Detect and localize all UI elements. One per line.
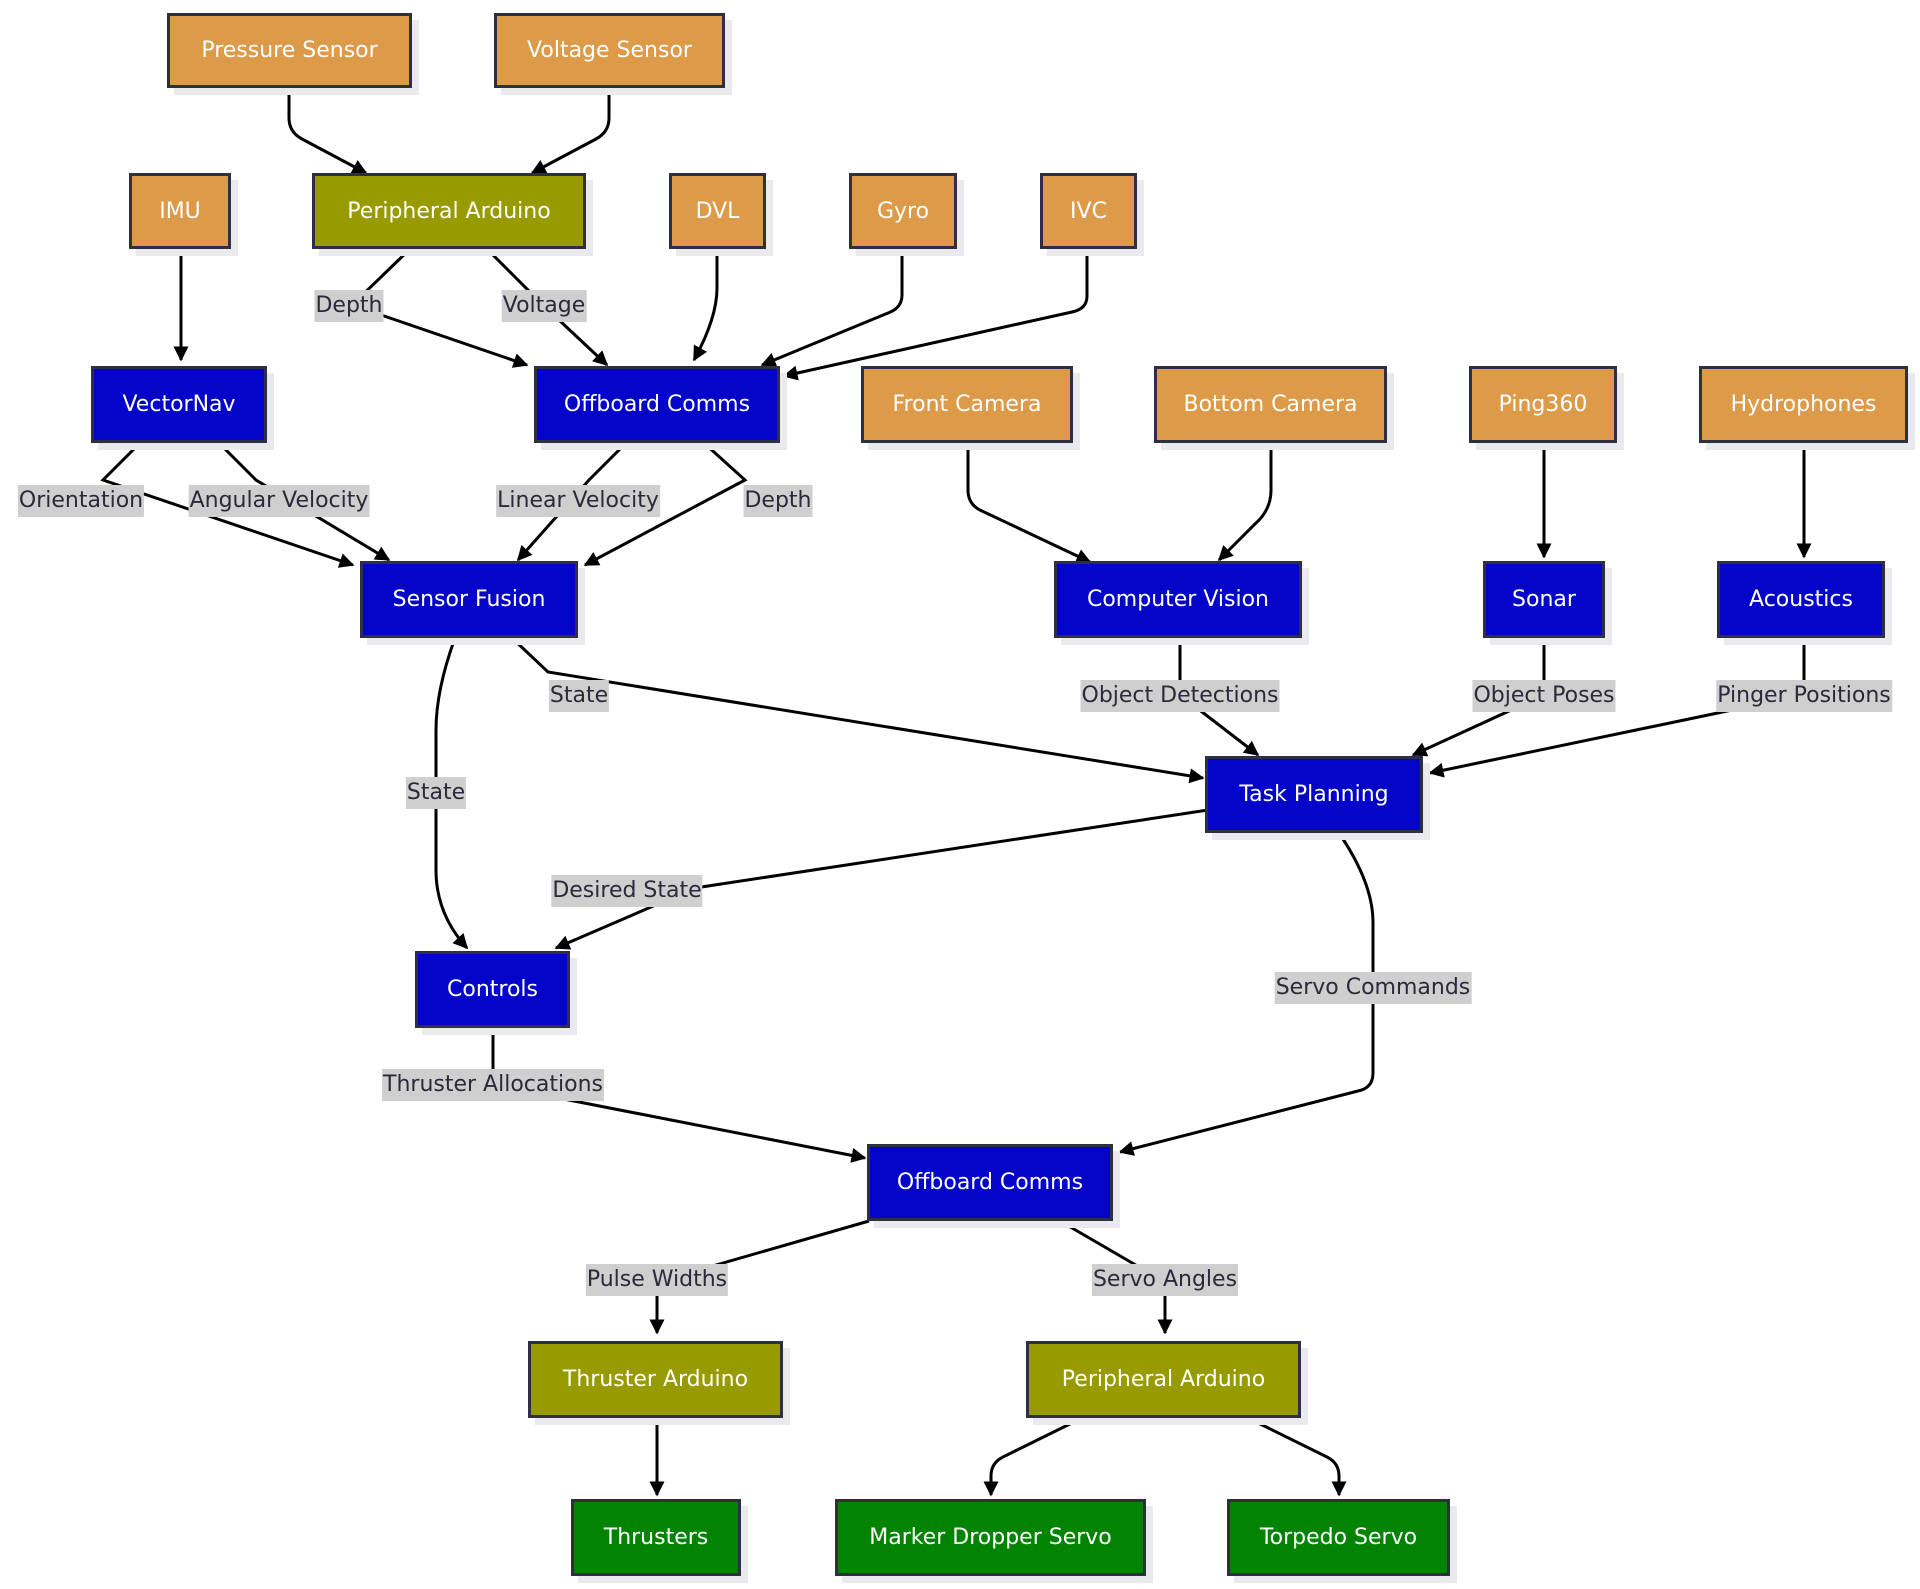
node-dvl: DVL [669, 173, 766, 249]
node-gyro: Gyro [849, 173, 957, 249]
edge-vectornav-angular-velocity [217, 441, 391, 562]
node-thrusters: Thrusters [571, 1499, 741, 1576]
edge-peripheral-to-torpedo [1247, 1416, 1347, 1497]
edge-label-state-to-controls: State [405, 777, 467, 809]
node-bottom-camera: Bottom Camera [1154, 366, 1387, 443]
edge-label-depth-mid: Depth [743, 485, 813, 517]
node-acoustics: Acoustics [1717, 561, 1885, 638]
node-ping360: Ping360 [1469, 366, 1617, 443]
node-ivc: IVC [1040, 173, 1137, 249]
node-hydrophones: Hydrophones [1699, 366, 1908, 443]
edge-offboard-linear-velocity [516, 441, 628, 562]
edge-label-object-poses: Object Poses [1472, 680, 1616, 712]
node-pressure-sensor: Pressure Sensor [167, 13, 412, 88]
edge-label-object-detections: Object Detections [1080, 680, 1280, 712]
edge-front-camera-to-cv [966, 443, 1092, 564]
edge-label-thruster-allocations: Thruster Allocations [382, 1069, 604, 1101]
node-thruster-arduino: Thruster Arduino [528, 1341, 783, 1418]
edge-ivc-to-offboard [782, 249, 1089, 381]
node-imu: IMU [129, 173, 231, 249]
edge-planning-servo-commands [1118, 832, 1375, 1156]
edge-label-linear-velocity: Linear Velocity [496, 485, 660, 517]
node-controls: Controls [415, 951, 570, 1028]
node-sonar: Sonar [1483, 561, 1605, 638]
node-task-planning: Task Planning [1205, 756, 1423, 833]
edge-peripheral-to-marker-dropper [983, 1416, 1083, 1497]
node-torpedo-servo: Torpedo Servo [1227, 1499, 1450, 1576]
node-peripheral-arduino-bottom: Peripheral Arduino [1026, 1341, 1301, 1418]
edge-label-angular-velocity: Angular Velocity [188, 485, 370, 517]
edge-label-servo-angles: Servo Angles [1091, 1264, 1239, 1296]
edge-label-servo-commands: Servo Commands [1274, 972, 1472, 1004]
edge-label-depth-top: Depth [314, 290, 384, 322]
edge-pressure-to-peripheral [287, 88, 368, 175]
node-offboard-comms-bottom: Offboard Comms [867, 1144, 1113, 1221]
edge-voltage-sensor-to-peripheral [530, 88, 611, 175]
node-vectornav: VectorNav [91, 366, 267, 443]
edge-label-state-to-planning: State [548, 680, 610, 712]
edge-dvl-to-offboard [692, 249, 719, 362]
edge-offboard-depth [583, 441, 748, 567]
edge-label-pinger-positions: Pinger Positions [1716, 680, 1892, 712]
node-peripheral-arduino-top: Peripheral Arduino [312, 173, 586, 249]
edge-label-orientation: Orientation [17, 485, 145, 517]
node-offboard-comms-top: Offboard Comms [534, 366, 780, 443]
node-marker-dropper-servo: Marker Dropper Servo [835, 1499, 1146, 1576]
edge-fusion-state-to-planning [510, 636, 1205, 784]
edge-bottom-camera-to-cv [1217, 443, 1273, 562]
edge-vectornav-orientation [100, 441, 355, 568]
edge-label-voltage: Voltage [501, 290, 587, 322]
node-front-camera: Front Camera [861, 366, 1073, 443]
edge-gyro-to-offboard [760, 249, 904, 367]
node-sensor-fusion: Sensor Fusion [360, 561, 578, 638]
node-computer-vision: Computer Vision [1054, 561, 1302, 638]
node-voltage-sensor: Voltage Sensor [494, 13, 725, 88]
edge-label-desired-state: Desired State [551, 875, 703, 907]
edge-label-pulse-widths: Pulse Widths [585, 1264, 729, 1296]
